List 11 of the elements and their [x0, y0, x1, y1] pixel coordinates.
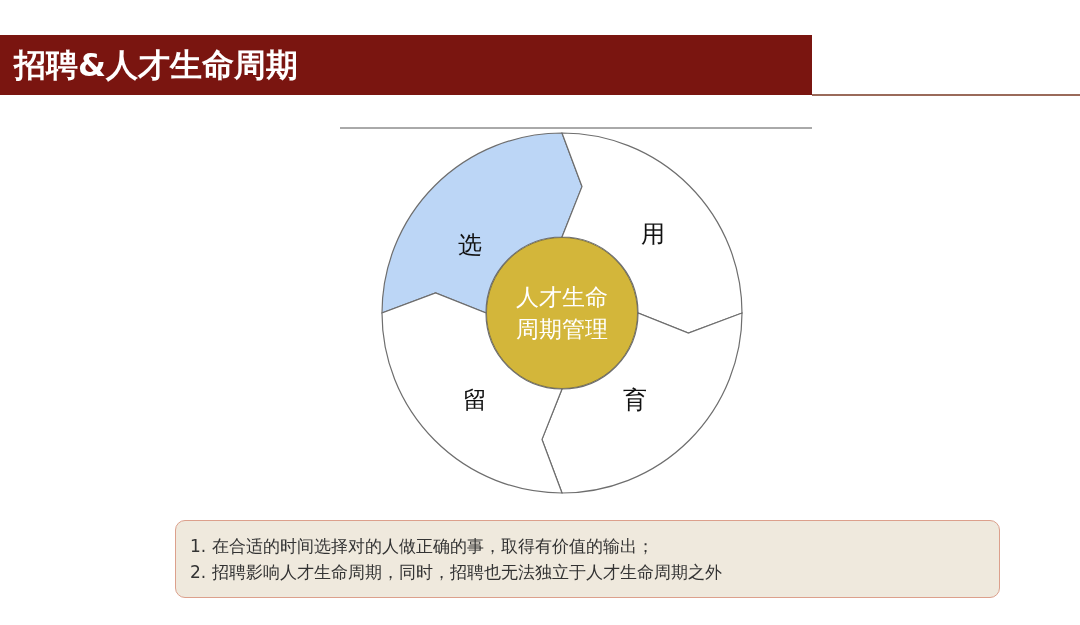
note-box [175, 520, 1000, 598]
cycle-segment [381, 132, 584, 315]
segment-label: 育 [623, 385, 647, 416]
segment-label: 选 [458, 230, 482, 261]
note-text: 1. 在合适的时间选择对的人做正确的事，取得有价值的输出； [190, 535, 654, 558]
cycle-segment [540, 312, 743, 494]
segment-label: 留 [463, 385, 487, 416]
note-text: 2. 招聘影响人才生命周期，同时，招聘也无法独立于人才生命周期之外 [190, 561, 722, 584]
title-banner: 招聘&人才生命周期 [0, 35, 812, 95]
center-label: 人才生命周期管理 [515, 283, 609, 344]
segment-label: 用 [641, 219, 665, 250]
